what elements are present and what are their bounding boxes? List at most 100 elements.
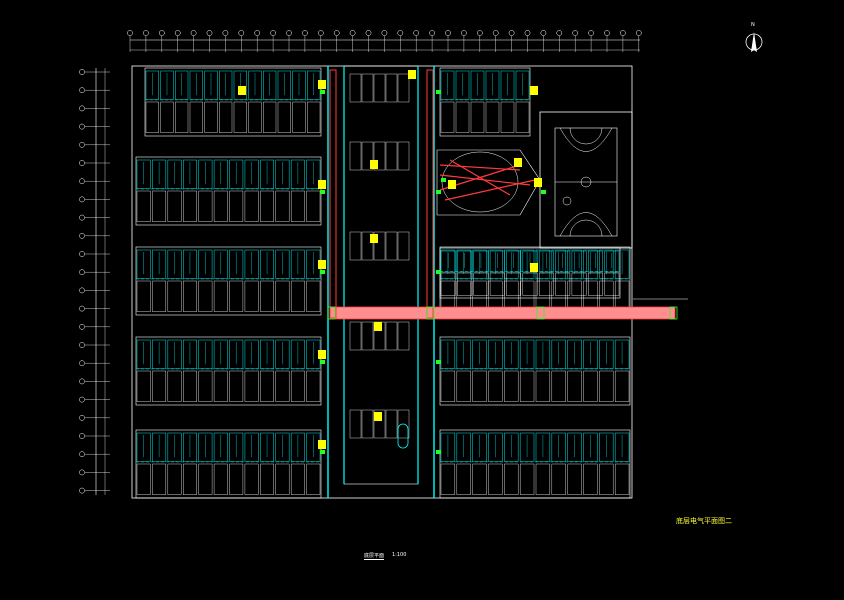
axis-bubble-top bbox=[620, 30, 626, 36]
dorm-room bbox=[614, 463, 630, 495]
dorm-room bbox=[290, 159, 305, 189]
switch-device bbox=[320, 270, 325, 274]
distribution-panel bbox=[238, 86, 246, 95]
dorm-room bbox=[290, 190, 305, 222]
dorm-room bbox=[213, 190, 228, 222]
dorm-room bbox=[229, 463, 244, 495]
axis-bubble-left bbox=[79, 396, 85, 403]
dorm-room bbox=[551, 463, 566, 495]
dorm-room bbox=[290, 370, 305, 402]
axis-bubble-left bbox=[79, 105, 85, 112]
dorm-room bbox=[614, 370, 630, 402]
dorm-room bbox=[213, 280, 228, 312]
dorm-room bbox=[198, 463, 213, 495]
dorm-room bbox=[567, 249, 582, 279]
dorm-room bbox=[263, 101, 277, 133]
dorm-room bbox=[229, 280, 244, 312]
oval-hall bbox=[436, 149, 541, 216]
dorm-room bbox=[198, 280, 213, 312]
dorm-room bbox=[189, 70, 203, 100]
dorm-room bbox=[136, 463, 151, 495]
dorm-room bbox=[485, 101, 500, 133]
round-feature bbox=[397, 423, 409, 449]
axis-bubble-left bbox=[79, 141, 85, 148]
axis-bubble-top bbox=[206, 30, 213, 36]
dorm-room bbox=[244, 432, 259, 462]
dorm-room bbox=[290, 432, 305, 462]
switch-device bbox=[436, 190, 441, 194]
right-wing-block bbox=[439, 429, 631, 499]
distribution-panel bbox=[318, 180, 326, 189]
axis-bubble-top bbox=[349, 30, 356, 36]
dorm-room bbox=[275, 370, 290, 402]
dorm-room bbox=[275, 249, 290, 279]
dorm-room bbox=[229, 249, 244, 279]
dorm-room bbox=[152, 370, 167, 402]
dorm-room bbox=[275, 463, 290, 495]
dorm-room bbox=[198, 159, 213, 189]
axis-bubble-left bbox=[79, 323, 85, 330]
dorm-room bbox=[198, 190, 213, 222]
dorm-room bbox=[290, 339, 305, 369]
service-room bbox=[385, 409, 398, 439]
dorm-room bbox=[244, 463, 259, 495]
left-wing-block bbox=[135, 336, 322, 406]
dorm-room bbox=[522, 272, 538, 296]
distribution-panel bbox=[530, 263, 538, 272]
dorm-room bbox=[535, 370, 551, 402]
service-room bbox=[361, 231, 374, 261]
dorm-room bbox=[167, 159, 182, 189]
dorm-room bbox=[440, 370, 456, 402]
dorm-room bbox=[440, 463, 456, 495]
dorm-room bbox=[567, 370, 582, 402]
dorm-room bbox=[152, 280, 167, 312]
electrical-wiring bbox=[327, 69, 688, 320]
dorm-room bbox=[248, 70, 262, 100]
dorm-room bbox=[440, 432, 456, 462]
dorm-room bbox=[489, 272, 505, 296]
axis-bubble-top bbox=[190, 30, 197, 36]
dorm-room bbox=[604, 272, 620, 296]
service-room bbox=[349, 231, 362, 261]
axis-bubble-left bbox=[79, 342, 85, 348]
dorm-room bbox=[167, 280, 182, 312]
axis-bubble-top bbox=[365, 30, 372, 36]
dorm-room bbox=[260, 463, 274, 495]
dorm-room bbox=[488, 432, 503, 462]
dorm-room bbox=[519, 339, 535, 369]
court-three-point-top bbox=[559, 127, 613, 152]
dorm-room bbox=[175, 70, 189, 100]
switch-device bbox=[320, 90, 325, 94]
dorm-room bbox=[588, 250, 603, 273]
service-room bbox=[361, 141, 374, 171]
axis-bubble-top bbox=[476, 30, 483, 36]
dorm-room bbox=[456, 339, 471, 369]
dorm-room bbox=[604, 250, 620, 273]
drawing-title: 底层电气平面图二 bbox=[676, 517, 732, 525]
dorm-room bbox=[198, 370, 213, 402]
main-cable-tray bbox=[329, 306, 676, 320]
dorm-room bbox=[136, 432, 151, 462]
switch-device bbox=[541, 190, 546, 194]
dorm-room bbox=[136, 249, 151, 279]
dorm-room bbox=[583, 339, 598, 369]
axis-bubble-left bbox=[79, 414, 85, 421]
dorm-room bbox=[275, 159, 290, 189]
dorm-room bbox=[213, 339, 228, 369]
dorm-room bbox=[183, 432, 197, 462]
dorm-room bbox=[183, 370, 197, 402]
dorm-room bbox=[472, 249, 487, 279]
dorm-room bbox=[599, 339, 614, 369]
axis-bubble-left bbox=[79, 269, 85, 276]
dorm-room bbox=[213, 249, 228, 279]
dorm-room bbox=[244, 249, 259, 279]
service-room bbox=[385, 73, 398, 103]
switch-device bbox=[320, 190, 325, 194]
dorm-room bbox=[183, 339, 197, 369]
dorm-room bbox=[260, 159, 275, 189]
service-room bbox=[349, 73, 362, 103]
left-wing-block bbox=[135, 246, 322, 316]
axis-bubble-top bbox=[604, 30, 610, 36]
right-wing-block bbox=[439, 67, 531, 137]
